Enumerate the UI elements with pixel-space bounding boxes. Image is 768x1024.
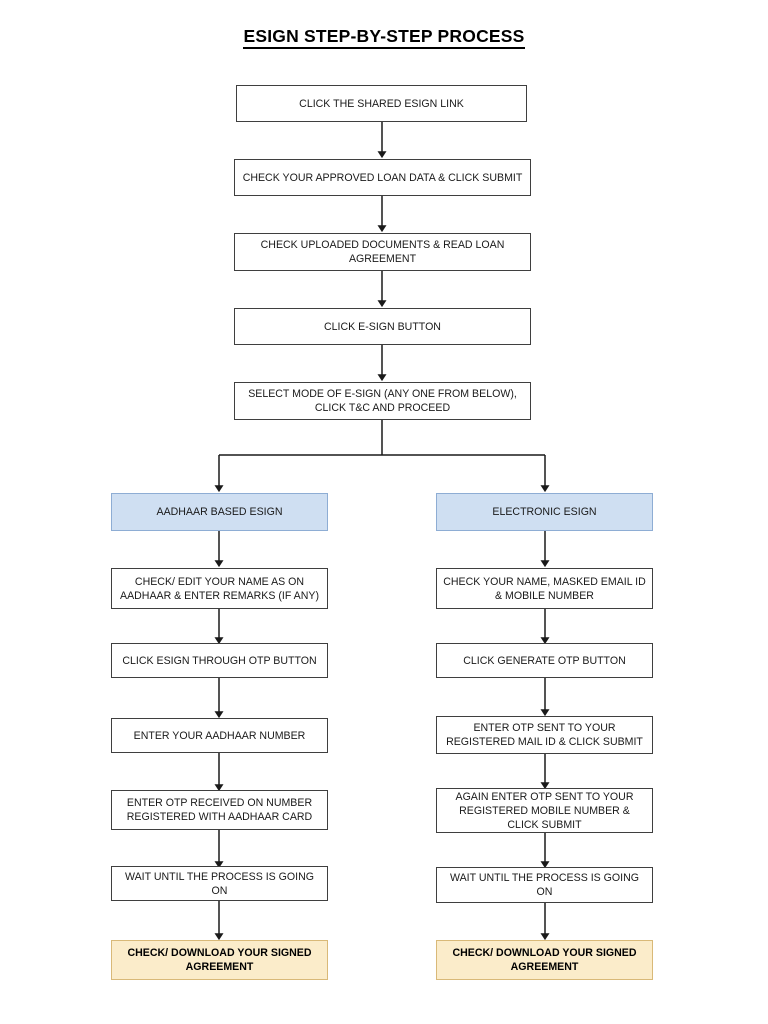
branch-header-aadhaar-based-esign[interactable]: AADHAAR BASED ESIGN xyxy=(111,493,328,531)
step-label: WAIT UNTIL THE PROCESS IS GOING ON xyxy=(125,870,314,897)
aadhaar-final-check-download-signed-agreement[interactable]: CHECK/ DOWNLOAD YOUR SIGNED AGREEMENT xyxy=(111,940,328,980)
step-label: CHECK YOUR NAME, MASKED EMAIL ID & MOBIL… xyxy=(443,575,646,602)
step-label: CLICK THE SHARED ESIGN LINK xyxy=(299,97,464,110)
electronic-step-wait-until-process[interactable]: WAIT UNTIL THE PROCESS IS GOING ON xyxy=(436,867,653,903)
final-step-label: CHECK/ DOWNLOAD YOUR SIGNED AGREEMENT xyxy=(452,947,637,973)
step-label: WAIT UNTIL THE PROCESS IS GOING ON xyxy=(450,872,639,898)
aadhaar-step-enter-aadhaar-number[interactable]: ENTER YOUR AADHAAR NUMBER xyxy=(111,718,328,753)
step-label: CHECK YOUR APPROVED LOAN DATA & CLICK SU… xyxy=(242,171,523,184)
branch-header-label: AADHAAR BASED ESIGN xyxy=(156,506,283,518)
electronic-step-click-generate-otp[interactable]: CLICK GENERATE OTP BUTTON xyxy=(436,643,653,678)
final-step-label: CHECK/ DOWNLOAD YOUR SIGNED AGREEMENT xyxy=(127,947,312,973)
electronic-final-check-download-signed-agreement[interactable]: CHECK/ DOWNLOAD YOUR SIGNED AGREEMENT xyxy=(436,940,653,980)
aadhaar-step-wait-until-process[interactable]: WAIT UNTIL THE PROCESS IS GOING ON xyxy=(111,866,328,901)
step-label: CLICK ESIGN THROUGH OTP BUTTON xyxy=(122,654,317,667)
aadhaar-step-click-esign-through-otp[interactable]: CLICK ESIGN THROUGH OTP BUTTON xyxy=(111,643,328,678)
step-click-e-sign-button[interactable]: CLICK E-SIGN BUTTON xyxy=(234,308,531,345)
electronic-step-enter-otp-mail[interactable]: ENTER OTP SENT TO YOUR REGISTERED MAIL I… xyxy=(436,716,653,754)
step-label: CHECK/ EDIT YOUR NAME AS ON AADHAAR & EN… xyxy=(120,575,319,602)
step-label: AGAIN ENTER OTP SENT TO YOUR REGISTERED … xyxy=(455,790,634,831)
branch-header-electronic-esign[interactable]: ELECTRONIC ESIGN xyxy=(436,493,653,531)
electronic-step-enter-otp-mobile[interactable]: AGAIN ENTER OTP SENT TO YOUR REGISTERED … xyxy=(436,788,653,833)
aadhaar-step-check-edit-name[interactable]: CHECK/ EDIT YOUR NAME AS ON AADHAAR & EN… xyxy=(111,568,328,609)
page-title: ESIGN STEP-BY-STEP PROCESS xyxy=(0,26,768,49)
step-click-shared-esign-link[interactable]: CLICK THE SHARED ESIGN LINK xyxy=(236,85,527,122)
step-label: ENTER YOUR AADHAAR NUMBER xyxy=(133,729,306,742)
electronic-step-check-name-email-mobile[interactable]: CHECK YOUR NAME, MASKED EMAIL ID & MOBIL… xyxy=(436,568,653,609)
branch-header-label: ELECTRONIC ESIGN xyxy=(492,506,597,518)
step-select-mode-of-e-sign[interactable]: SELECT MODE OF E-SIGN (ANY ONE FROM BELO… xyxy=(234,382,531,420)
step-label: ENTER OTP RECEIVED ON NUMBER REGISTERED … xyxy=(126,797,313,823)
step-label: ENTER OTP SENT TO YOUR REGISTERED MAIL I… xyxy=(446,722,643,748)
step-label: SELECT MODE OF E-SIGN (ANY ONE FROM BELO… xyxy=(248,388,517,414)
step-label: CHECK UPLOADED DOCUMENTS & READ LOAN AGR… xyxy=(260,239,505,265)
step-check-uploaded-documents[interactable]: CHECK UPLOADED DOCUMENTS & READ LOAN AGR… xyxy=(234,233,531,271)
step-label: CLICK E-SIGN BUTTON xyxy=(324,320,441,333)
page-title-text: ESIGN STEP-BY-STEP PROCESS xyxy=(243,26,525,49)
step-check-approved-loan-data[interactable]: CHECK YOUR APPROVED LOAN DATA & CLICK SU… xyxy=(234,159,531,196)
aadhaar-step-enter-otp-received[interactable]: ENTER OTP RECEIVED ON NUMBER REGISTERED … xyxy=(111,790,328,830)
step-label: CLICK GENERATE OTP BUTTON xyxy=(463,654,626,667)
